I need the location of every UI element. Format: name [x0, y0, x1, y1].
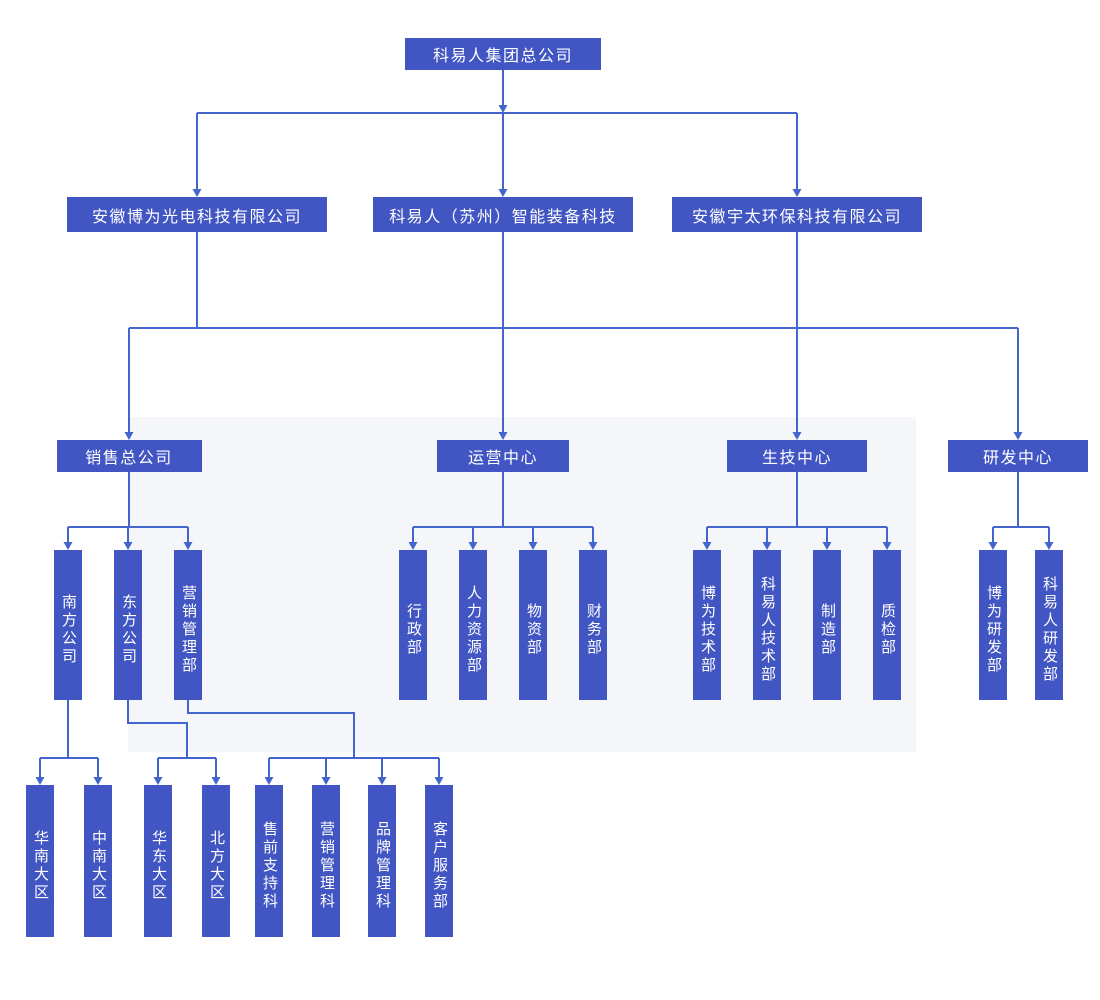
org-node-e5[interactable]: 人力资源部 [459, 550, 487, 700]
org-node-f3[interactable]: 华东大区 [144, 785, 172, 937]
org-node-root[interactable]: 科易人集团总公司 [405, 38, 601, 70]
org-node-f1[interactable]: 华南大区 [26, 785, 54, 937]
org-node-e13[interactable]: 科易人研发部 [1035, 550, 1063, 700]
org-node-e4[interactable]: 行政部 [399, 550, 427, 700]
org-node-e1[interactable]: 南方公司 [54, 550, 82, 700]
org-node-f5[interactable]: 售前支持科 [255, 785, 283, 937]
org-node-f4[interactable]: 北方大区 [202, 785, 230, 937]
org-node-f8[interactable]: 客户服务部 [425, 785, 453, 937]
org-node-f2[interactable]: 中南大区 [84, 785, 112, 937]
org-node-e10[interactable]: 制造部 [813, 550, 841, 700]
org-node-e7[interactable]: 财务部 [579, 550, 607, 700]
org-node-d1[interactable]: 销售总公司 [56, 440, 202, 472]
org-node-e9[interactable]: 科易人技术部 [753, 550, 781, 700]
org-node-c1[interactable]: 安徽博为光电科技有限公司 [67, 197, 327, 232]
org-node-e8[interactable]: 博为技术部 [693, 550, 721, 700]
org-node-d3[interactable]: 生技中心 [727, 440, 867, 472]
org-node-c3[interactable]: 安徽宇太环保科技有限公司 [672, 197, 922, 232]
org-node-e6[interactable]: 物资部 [519, 550, 547, 700]
org-node-e11[interactable]: 质检部 [873, 550, 901, 700]
org-node-f7[interactable]: 品牌管理科 [368, 785, 396, 937]
org-node-c2[interactable]: 科易人（苏州）智能装备科技 [373, 197, 633, 232]
org-node-d2[interactable]: 运营中心 [437, 440, 569, 472]
org-node-e2[interactable]: 东方公司 [114, 550, 142, 700]
org-node-f6[interactable]: 营销管理科 [312, 785, 340, 937]
org-node-e3[interactable]: 营销管理部 [174, 550, 202, 700]
org-node-e12[interactable]: 博为研发部 [979, 550, 1007, 700]
org-node-d4[interactable]: 研发中心 [948, 440, 1088, 472]
